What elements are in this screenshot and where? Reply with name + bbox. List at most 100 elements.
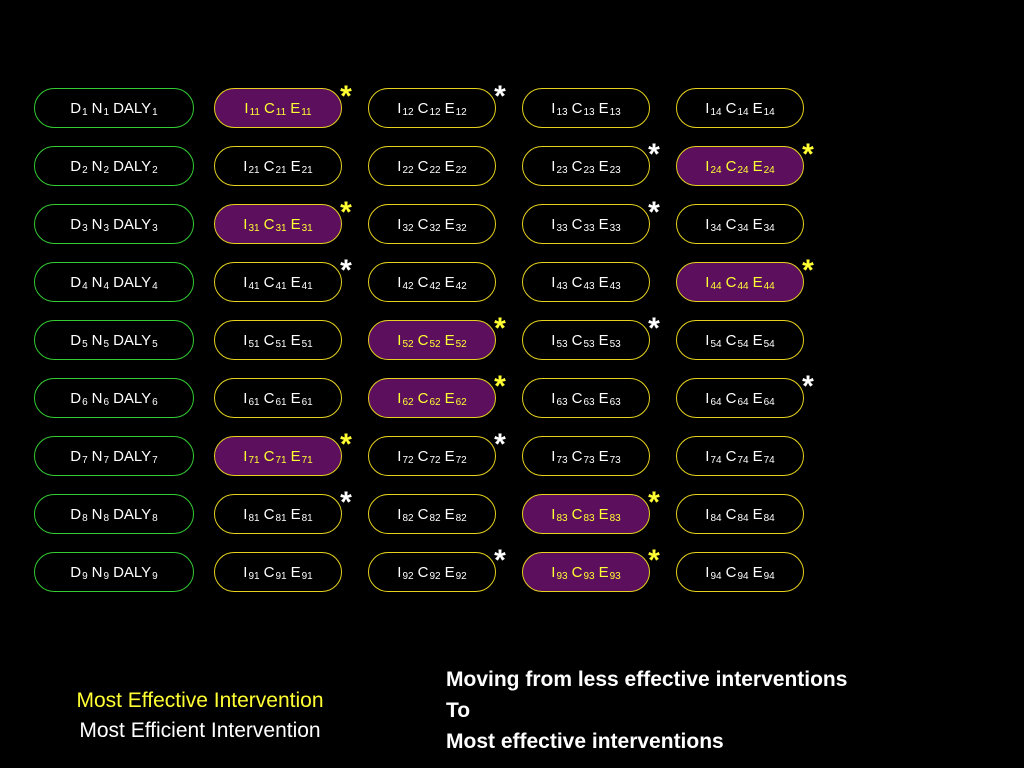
- intervention-term-i: I71: [243, 447, 260, 466]
- intervention-term-c: C22: [417, 157, 441, 176]
- intervention-term-i: I34: [705, 215, 722, 234]
- intervention-term-c: C64: [725, 389, 749, 408]
- intervention-term-i: I94: [705, 563, 722, 582]
- intervention-term-e: E24: [752, 157, 775, 176]
- intervention-term-i: I83: [551, 505, 568, 524]
- intervention-term-e: E74: [752, 447, 775, 466]
- intervention-term-c: C23: [571, 157, 595, 176]
- intervention-term-c: C72: [417, 447, 441, 466]
- intervention-term-i: I13: [551, 99, 568, 118]
- intervention-term-e: E23: [598, 157, 621, 176]
- intervention-term-i: I84: [705, 505, 722, 524]
- intervention-term-e: E82: [444, 505, 467, 524]
- intervention-term-c: C82: [417, 505, 441, 524]
- intervention-term-i: I53: [551, 331, 568, 350]
- disease-term-daly: DALY9: [113, 563, 158, 582]
- intervention-term-e: E84: [752, 505, 775, 524]
- intervention-term-i: I93: [551, 563, 568, 582]
- intervention-term-e: E34: [752, 215, 775, 234]
- intervention-term-i: I44: [705, 273, 722, 292]
- intervention-term-e: E91: [290, 563, 313, 582]
- disease-term-n: N2: [91, 157, 110, 176]
- intervention-term-c: C61: [263, 389, 287, 408]
- asterisk-marker-9-2: *: [494, 544, 506, 577]
- intervention-term-i: I41: [243, 273, 260, 292]
- intervention-term-i: I24: [705, 157, 722, 176]
- intervention-term-e: E93: [598, 563, 621, 582]
- intervention-term-c: C52: [417, 331, 441, 350]
- intervention-term-c: C14: [725, 99, 749, 118]
- asterisk-marker-3-3: *: [648, 196, 660, 229]
- disease-term-n: N9: [91, 563, 110, 582]
- intervention-term-e: E11: [290, 99, 312, 118]
- disease-term-daly: DALY5: [113, 331, 158, 350]
- disease-term-n: N1: [91, 99, 110, 118]
- intervention-term-i: I62: [397, 389, 414, 408]
- intervention-term-e: E72: [444, 447, 467, 466]
- intervention-term-i: I23: [551, 157, 568, 176]
- intervention-term-e: E12: [444, 99, 467, 118]
- intervention-term-c: C81: [263, 505, 287, 524]
- intervention-term-e: E61: [290, 389, 313, 408]
- disease-term-n: N8: [91, 505, 110, 524]
- intervention-term-i: I43: [551, 273, 568, 292]
- intervention-term-i: I63: [551, 389, 568, 408]
- intervention-term-i: I21: [243, 157, 260, 176]
- disease-term-d: D6: [70, 389, 88, 408]
- asterisk-marker-1-1: *: [340, 80, 352, 113]
- disease-term-daly: DALY8: [113, 505, 158, 524]
- legend: Most Effective Intervention Most Efficie…: [30, 686, 370, 746]
- intervention-term-i: I33: [551, 215, 568, 234]
- intervention-term-i: I91: [243, 563, 260, 582]
- intervention-term-i: I54: [705, 331, 722, 350]
- intervention-term-e: E92: [444, 563, 467, 582]
- intervention-term-i: I11: [244, 99, 260, 118]
- disease-term-d: D4: [70, 273, 88, 292]
- disease-term-d: D7: [70, 447, 88, 466]
- disease-term-n: N4: [91, 273, 110, 292]
- intervention-term-c: C83: [571, 505, 595, 524]
- intervention-term-e: E94: [752, 563, 775, 582]
- asterisk-marker-9-3: *: [648, 544, 660, 577]
- intervention-term-c: C44: [725, 273, 749, 292]
- disease-term-n: N7: [91, 447, 110, 466]
- intervention-term-c: C33: [571, 215, 595, 234]
- disease-term-d: D8: [70, 505, 88, 524]
- intervention-term-e: E51: [290, 331, 313, 350]
- intervention-term-c: C71: [263, 447, 287, 466]
- disease-term-d: D3: [70, 215, 88, 234]
- intervention-term-e: E32: [444, 215, 467, 234]
- asterisk-marker-3-1: *: [340, 196, 352, 229]
- intervention-term-e: E22: [444, 157, 467, 176]
- intervention-term-i: I14: [705, 99, 722, 118]
- intervention-term-c: C21: [263, 157, 287, 176]
- intervention-term-c: C41: [263, 273, 287, 292]
